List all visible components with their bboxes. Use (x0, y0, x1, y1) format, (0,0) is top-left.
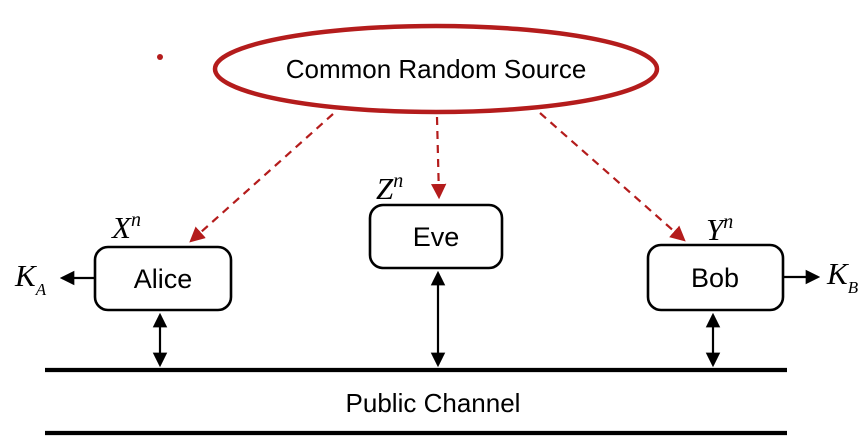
alice-observation-base: X (110, 210, 132, 245)
alice-observation-sup: n (131, 209, 141, 231)
alice-label: Alice (134, 264, 193, 294)
bob-node: Bob Yn (646, 211, 785, 312)
dashed-arrow-source-to-alice (189, 113, 334, 243)
key-bob-base: K (826, 256, 850, 291)
key-alice-sub: A (35, 280, 47, 299)
eve-label: Eve (413, 222, 460, 252)
stray-red-dot (157, 54, 163, 60)
eve-observation-sup: n (393, 170, 403, 192)
key-alice-base: K (14, 258, 38, 293)
eve-observation-base: Z (376, 171, 394, 206)
bob-observation-sup: n (723, 211, 733, 233)
eve-box (368, 203, 504, 270)
key-label-bob: KB (826, 256, 859, 297)
dashed-arrow-source-to-eve (430, 116, 447, 200)
alice-observation-label: Xn (110, 209, 141, 245)
common-random-source-label: Common Random Source (286, 54, 587, 84)
eve-observation-label: Zn (376, 170, 403, 206)
eve-node: Eve Zn (368, 170, 504, 270)
bob-label: Bob (691, 263, 739, 293)
alice-node: Alice Xn (93, 209, 233, 312)
public-channel-label: Public Channel (346, 388, 521, 418)
dashed-arrow-source-to-bob (539, 112, 686, 242)
key-bob-sub: B (848, 278, 859, 297)
common-random-source-ellipse (212, 23, 660, 115)
key-label-alice: KA (14, 258, 47, 299)
bob-observation-label: Yn (706, 211, 733, 247)
bob-observation-base: Y (706, 212, 726, 247)
